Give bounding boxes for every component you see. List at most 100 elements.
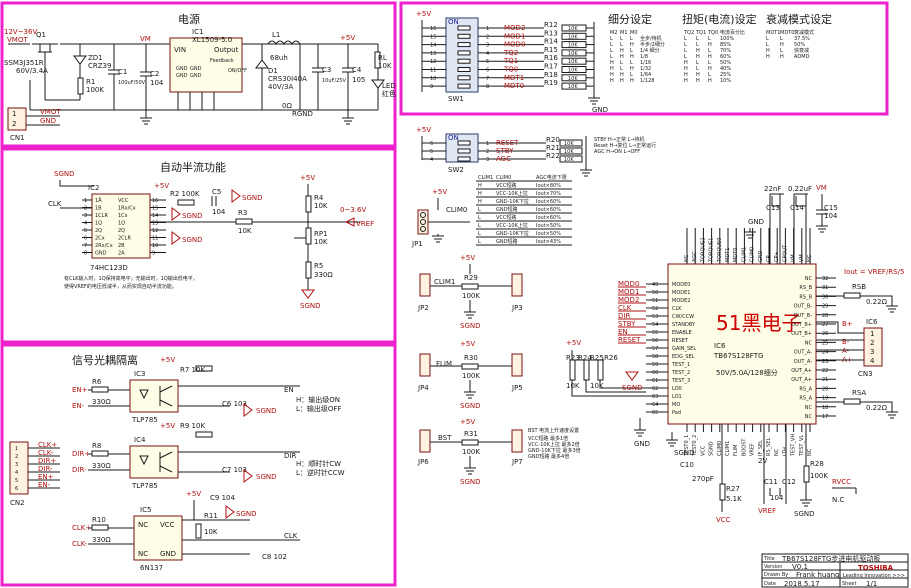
sw1-switch-lever bbox=[457, 67, 471, 72]
r30-label: R30 bbox=[464, 354, 478, 362]
ic2-chip bbox=[91, 193, 151, 259]
ic5-nc-bottom: NC bbox=[138, 550, 148, 558]
ic6-vcc-bottom: VCC bbox=[716, 516, 731, 524]
jp6-label: JP6 bbox=[417, 458, 429, 466]
sw1-res-label: R13 bbox=[544, 29, 558, 37]
sw2-left-num: 6 bbox=[430, 141, 433, 147]
torque_table-cell: L bbox=[708, 72, 711, 78]
sw2-res-value: 10K bbox=[564, 141, 574, 147]
sw1-switch-lever bbox=[457, 33, 471, 39]
decay_table-cell: H bbox=[780, 42, 784, 48]
ic1-gnd4: GND bbox=[190, 73, 202, 79]
ic6-right-pin: RS_A bbox=[799, 396, 812, 402]
svg-text:3: 3 bbox=[870, 348, 874, 356]
cn3-label: CN3 bbox=[858, 370, 873, 378]
clim-cell: Iout×50% bbox=[536, 231, 561, 237]
clim-header: CLIM0 bbox=[496, 175, 511, 181]
clim-cell: Iout×60% bbox=[536, 207, 561, 213]
micro_table-cell: H bbox=[630, 54, 634, 60]
ic2-pinnum-left: 7 bbox=[84, 243, 87, 249]
ic1-gnd2: GND bbox=[176, 73, 188, 79]
rp1-value: 10K bbox=[314, 238, 328, 246]
sw1-switch-lever bbox=[457, 42, 471, 48]
sw2-label: SW2 bbox=[448, 166, 464, 174]
sw2-net: STBY bbox=[496, 147, 514, 155]
ic6-p5v: +5V bbox=[566, 339, 581, 347]
ic6-left-pin: MODE0 bbox=[672, 282, 690, 288]
rsa-label: RSA bbox=[852, 389, 866, 397]
ic6-left-net: DIR bbox=[618, 312, 630, 320]
jp-sgnd-1: SGND bbox=[460, 322, 481, 330]
ic1-gnd1: GND bbox=[176, 66, 188, 72]
ic6-bottom-pin: RS_SEL bbox=[766, 438, 772, 456]
micro_table-cell: H bbox=[620, 78, 624, 84]
torque_table-cell: H bbox=[696, 54, 700, 60]
svg-text:2: 2 bbox=[12, 120, 16, 128]
torque_table-cell: 85% bbox=[720, 42, 731, 48]
settings-frame bbox=[399, 1, 889, 116]
micro_table-cell: H bbox=[630, 42, 634, 48]
ic6-right-pin: NC bbox=[805, 414, 813, 420]
clim-cell: VCC-10K上拉 bbox=[496, 222, 528, 229]
c11-value: 104 bbox=[770, 494, 784, 502]
en-p-net: EN+ bbox=[72, 386, 88, 394]
sw2-right-num: 2 bbox=[486, 149, 489, 155]
sw2-switch-lever bbox=[457, 140, 471, 146]
ic6-sgnd-bottom: SGND bbox=[794, 510, 815, 518]
ic5-nc-left: NC bbox=[138, 521, 148, 529]
iso-p5v-2: +5V bbox=[160, 422, 175, 430]
r3-value: 10K bbox=[238, 227, 252, 235]
torque_table-cell: 70% bbox=[720, 48, 731, 54]
ic6-bottom-pin: BOOST bbox=[741, 438, 747, 456]
ic6-right-num: 22 bbox=[822, 368, 828, 374]
rvcc-label: RVCC bbox=[832, 478, 851, 486]
ic6-bottom-pin: VREF bbox=[750, 443, 756, 456]
jp-bst: BST bbox=[438, 434, 452, 442]
micro_table-header: M2 bbox=[610, 30, 618, 36]
micro_table-cell: 1/16 bbox=[640, 60, 651, 66]
ic6-bottom-pin: NC bbox=[774, 448, 780, 456]
c14-value: 0.22uF bbox=[788, 185, 812, 193]
sw1-left-num: 9 bbox=[430, 84, 433, 90]
r7-label: R7 10K bbox=[180, 366, 205, 374]
micro_table-cell: H bbox=[610, 72, 614, 78]
c13-label: C13 bbox=[766, 204, 780, 212]
jp-p5v-2: +5V bbox=[460, 254, 475, 262]
dir-n-net: DIR- bbox=[72, 466, 87, 474]
ic2-pin-left: 1CLR bbox=[95, 213, 108, 219]
torque_table-cell: H bbox=[696, 78, 700, 84]
sw2-right-num: 3 bbox=[486, 157, 489, 163]
r26-label: R26 bbox=[604, 354, 618, 362]
date-value: 2018.5.17 bbox=[784, 580, 820, 588]
decay_table-cell: H bbox=[780, 54, 784, 60]
hc-clk-net: CLK bbox=[48, 200, 62, 208]
d1-part: CRS30I40A bbox=[268, 75, 307, 83]
decay_table-cell: ADMD bbox=[794, 54, 810, 60]
torque_table-cell: H bbox=[696, 72, 700, 78]
torque_table-cell: H bbox=[684, 72, 688, 78]
micro_table-cell: H bbox=[610, 66, 614, 72]
micro_table-cell: 1/128 bbox=[640, 78, 654, 84]
sw2-resistor bbox=[559, 139, 583, 147]
jp-flim: FLIM bbox=[436, 360, 452, 368]
vmot-net-label: VMOT bbox=[7, 36, 28, 44]
p5v-net-label: +5V bbox=[340, 34, 355, 42]
ic2-pin-left: 1Ā bbox=[95, 197, 102, 204]
clim-cell: L bbox=[478, 223, 481, 229]
rsa-value: 0.22Ω bbox=[866, 404, 888, 412]
ic6-bottom-pin: NC bbox=[807, 448, 813, 456]
ic6-right-num: 31 bbox=[822, 285, 828, 291]
sw1-right-num: 4 bbox=[486, 51, 489, 57]
torque_table-cell: 40% bbox=[720, 66, 731, 72]
cn1-pin1: VMOT bbox=[40, 108, 61, 116]
hc-note-2: 使得VREF的电压低减半，从而实现自动半流功能。 bbox=[64, 283, 177, 290]
hc-p5v-right: +5V bbox=[300, 174, 315, 182]
sw1-right-num: 3 bbox=[486, 43, 489, 49]
svg-text:4: 4 bbox=[870, 357, 875, 365]
sw1-net: MOD0 bbox=[504, 41, 525, 49]
out-a-minus: A- bbox=[842, 347, 850, 355]
ic6-left-num: 57 bbox=[652, 346, 658, 352]
cn2-label: CN2 bbox=[10, 499, 25, 507]
decay_table-header: MDT0 bbox=[780, 30, 794, 36]
